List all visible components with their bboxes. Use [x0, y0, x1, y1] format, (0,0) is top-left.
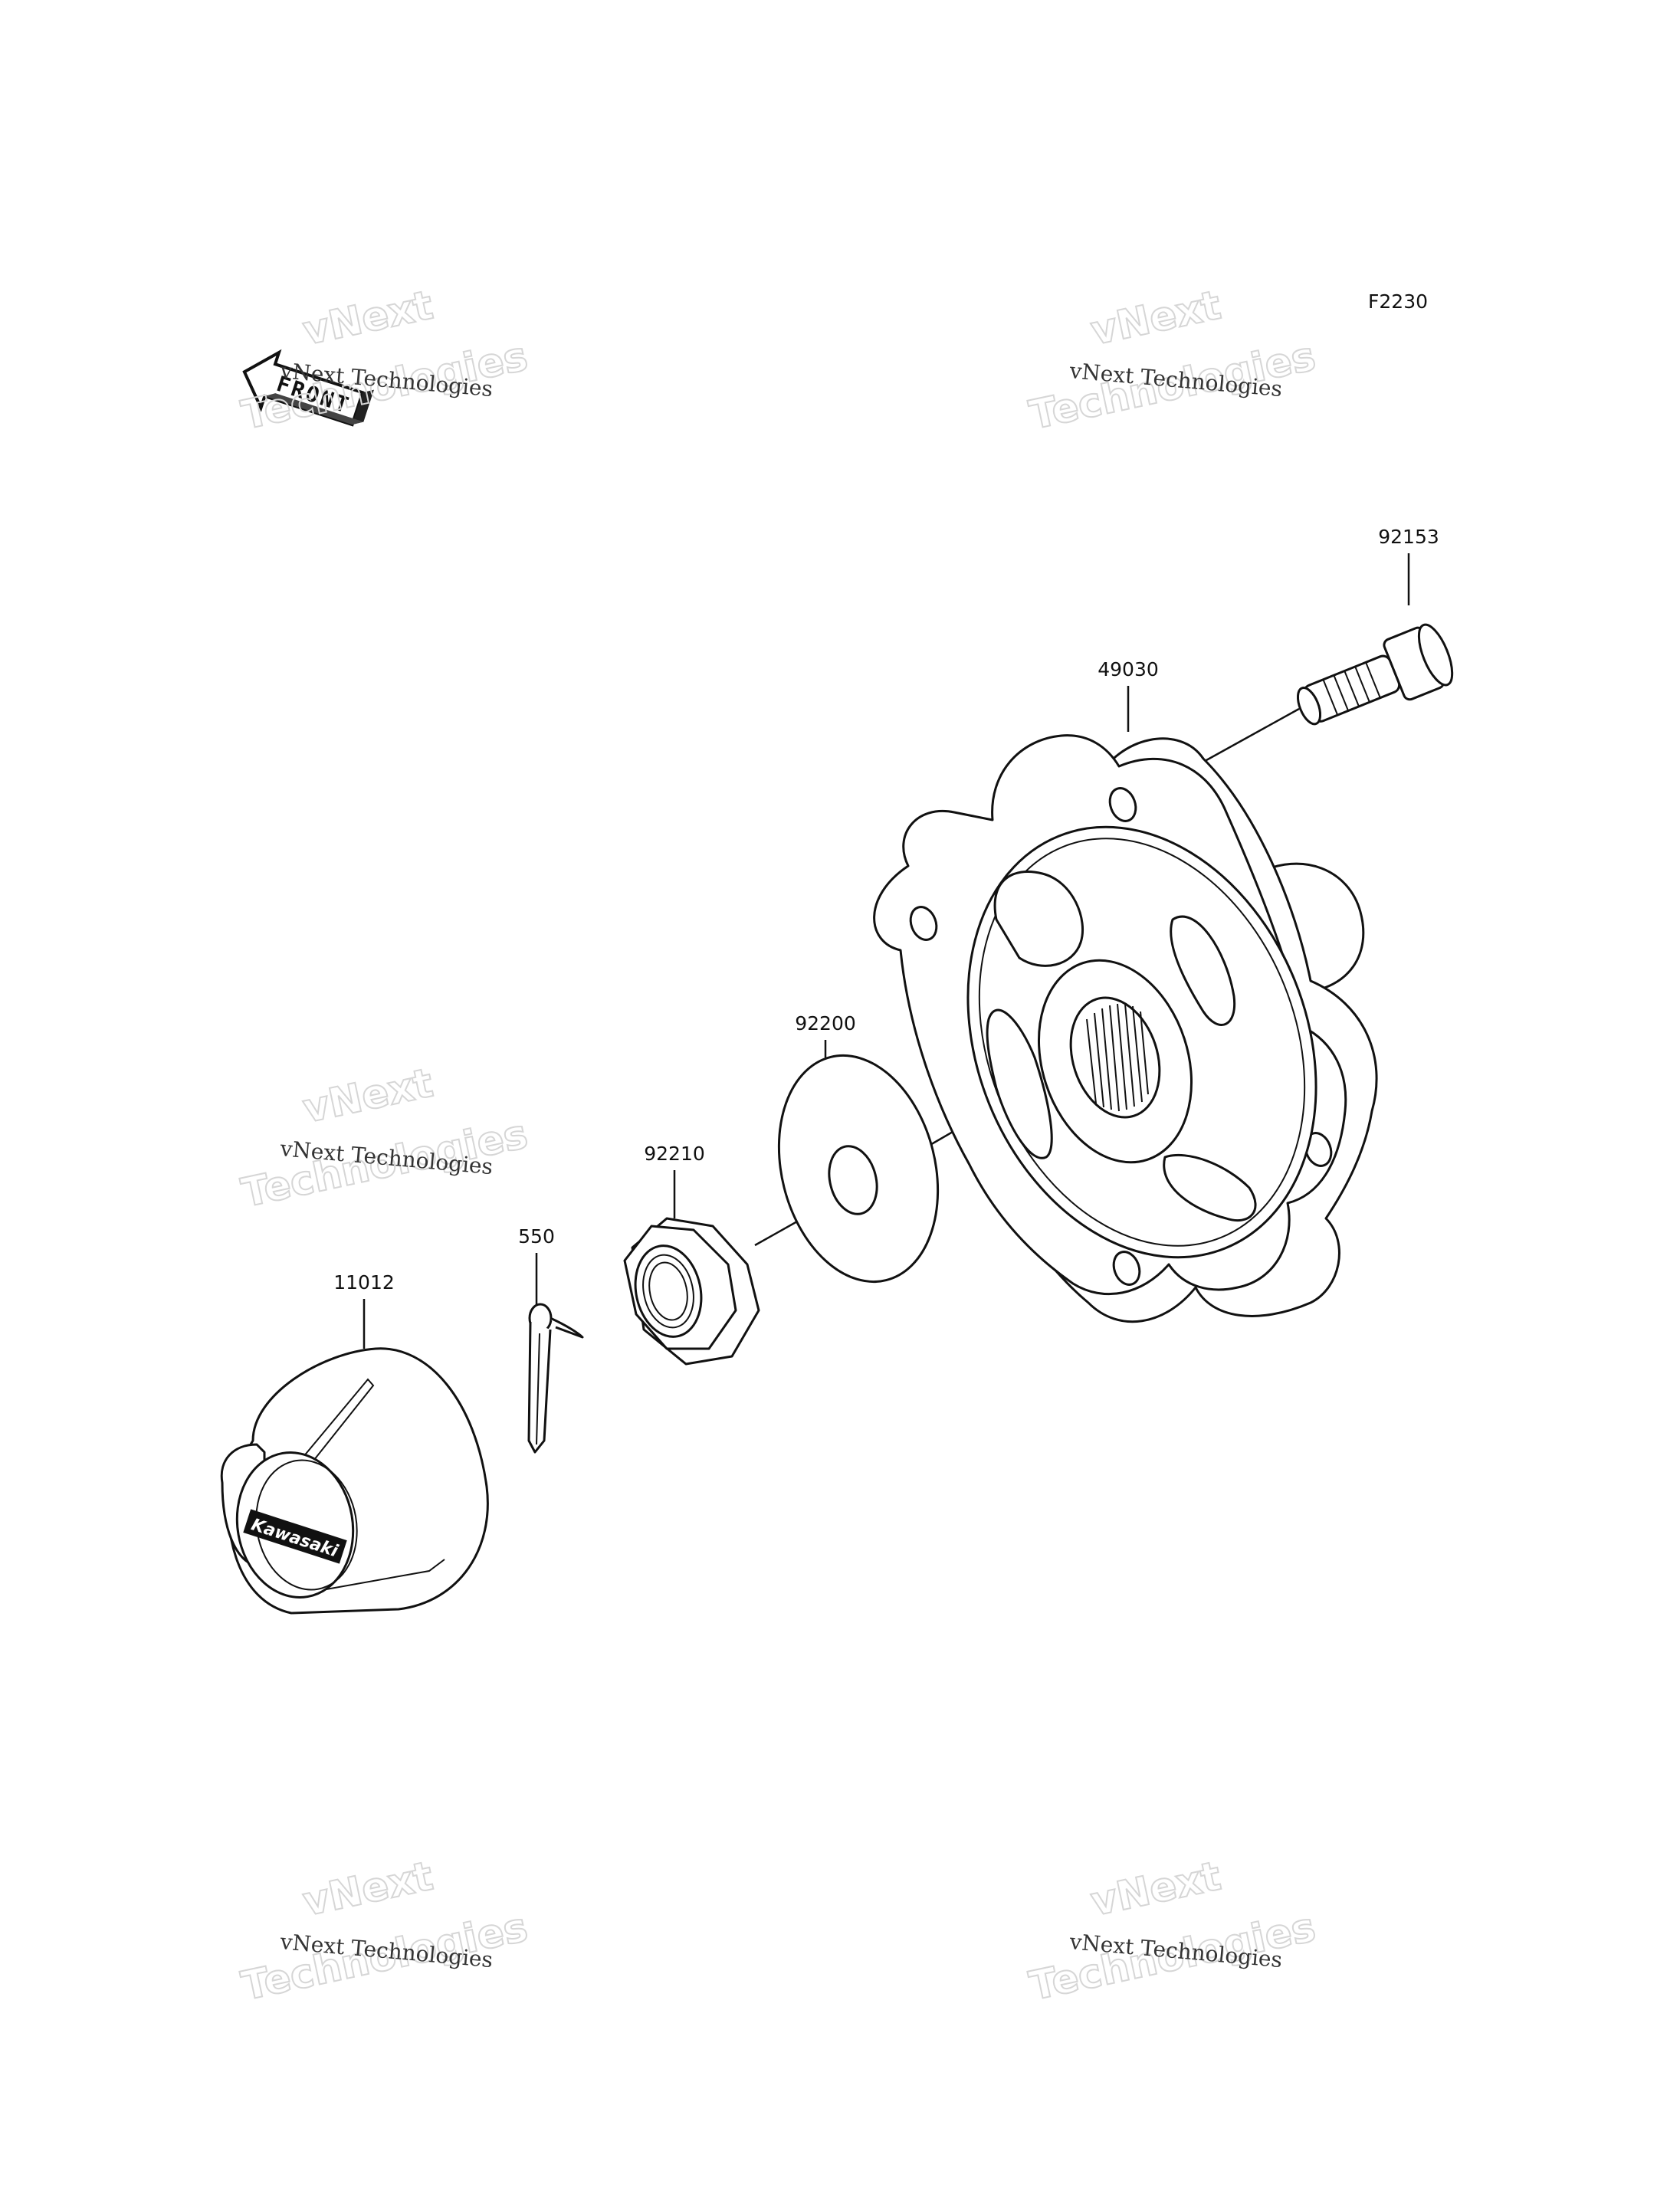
- hub-cap-slot: [290, 1378, 375, 1480]
- hub-cap-lip: [321, 1559, 445, 1591]
- wheel-hub[interactable]: [873, 734, 1378, 1323]
- callout-92200[interactable]: 92200: [795, 1012, 856, 1058]
- watermark-vnext: vNext: [299, 282, 437, 354]
- washer-hole: [828, 1145, 878, 1215]
- part-number-label: 92200: [795, 1012, 856, 1035]
- lightening-hole: [993, 871, 1084, 967]
- lightening-hole: [1170, 915, 1236, 1026]
- nut-thread: [642, 1254, 694, 1329]
- lightening-hole: [1163, 1153, 1257, 1222]
- part-number-label: 11012: [333, 1271, 395, 1294]
- bolt-hole: [1108, 787, 1137, 822]
- watermark-bottom-right: vNext Technologies vNext Technologies: [1025, 1852, 1320, 2010]
- watermark-bottom-left: vNext Technologies vNext Technologies: [237, 1852, 532, 2010]
- watermark-vnext: vNext: [1087, 282, 1225, 354]
- watermark-mid-left: vNext Technologies vNext Technologies: [237, 1059, 532, 1217]
- bolt-knurl: [1322, 661, 1381, 716]
- watermark-vnext: vNext: [1087, 1853, 1225, 1925]
- bolt-hole: [1112, 1251, 1141, 1286]
- cotter-pin-split: [536, 1333, 540, 1445]
- cotter-pin-shank: [527, 1321, 552, 1454]
- part-number-label: 49030: [1098, 658, 1159, 680]
- bolt-tip: [1296, 687, 1322, 726]
- axis-line-bolt: [1199, 707, 1300, 766]
- callout-11012[interactable]: 11012: [333, 1271, 395, 1349]
- nut-thread-inner: [648, 1261, 688, 1321]
- diagram-code: F2230: [1368, 290, 1428, 313]
- bolt-head-face: [1417, 623, 1454, 687]
- watermark-top-right: vNext Technologies vNext Technologies: [1025, 281, 1320, 439]
- cotter-pin-tail: [550, 1317, 584, 1339]
- splined-bore: [1069, 996, 1161, 1119]
- watermark-vnext: vNext: [299, 1060, 437, 1132]
- hub-cap[interactable]: Kawasaki: [220, 1347, 489, 1615]
- callout-92153[interactable]: 92153: [1378, 526, 1439, 605]
- callout-49030[interactable]: 49030: [1098, 658, 1159, 732]
- part-number-label: 92153: [1378, 526, 1439, 548]
- watermark-top-left: vNext Technologies vNext Technologies: [237, 281, 532, 439]
- castle-nut[interactable]: [623, 1217, 760, 1366]
- washer[interactable]: [756, 1038, 961, 1298]
- lightening-hole: [986, 1008, 1053, 1159]
- bolt-hole: [909, 906, 938, 941]
- cotter-pin[interactable]: [527, 1303, 584, 1454]
- spline-teeth: [1086, 1003, 1149, 1112]
- callout-550[interactable]: 550: [518, 1225, 555, 1304]
- hub-bolt[interactable]: [1288, 621, 1459, 739]
- watermark-vnext: vNext: [299, 1853, 437, 1925]
- part-number-label: 550: [518, 1225, 555, 1248]
- callout-92210[interactable]: 92210: [644, 1143, 705, 1218]
- part-number-label: 92210: [644, 1143, 705, 1165]
